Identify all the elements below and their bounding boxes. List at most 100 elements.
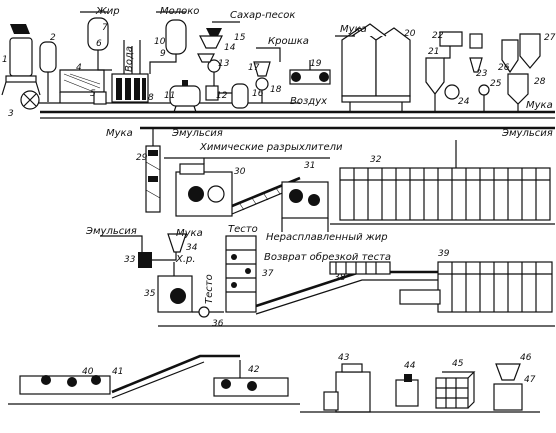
unit-44-boxer bbox=[395, 374, 419, 407]
unit-45-pallet bbox=[435, 371, 476, 409]
raw-material-section bbox=[1, 11, 555, 119]
label-neraspl-zhir: Нерасплавленный жир bbox=[266, 232, 388, 243]
number-23: 23 bbox=[476, 69, 488, 79]
packing-section bbox=[8, 354, 540, 413]
number-37: 37 bbox=[262, 269, 274, 279]
label-kroshka: Крошка bbox=[268, 36, 309, 47]
unit-9-10-milk-tank bbox=[149, 11, 187, 74]
number-25: 25 bbox=[490, 79, 502, 89]
number-24: 24 bbox=[458, 97, 470, 107]
unit-11-emulsifier bbox=[169, 80, 201, 113]
unit-14-15-sugar-mill bbox=[197, 21, 240, 63]
number-28: 28 bbox=[534, 77, 546, 87]
unit-43-wrapper bbox=[323, 363, 371, 413]
unit-30-mixer bbox=[175, 158, 233, 217]
unit-39-oven bbox=[399, 261, 553, 313]
number-30: 30 bbox=[234, 167, 246, 177]
unit-42-stacker bbox=[213, 360, 289, 397]
number-32: 32 bbox=[370, 155, 382, 165]
number-19: 19 bbox=[310, 59, 322, 69]
number-12: 12 bbox=[216, 91, 228, 101]
number-20: 20 bbox=[404, 29, 416, 39]
number-11: 11 bbox=[164, 91, 175, 101]
number-21: 21 bbox=[428, 47, 439, 57]
number-2: 2 bbox=[50, 33, 56, 43]
unit-46-47-dispenser bbox=[493, 363, 523, 411]
unit-26-28-cyclones bbox=[501, 33, 541, 112]
unit-33-34-dosing bbox=[100, 233, 187, 268]
number-41: 41 bbox=[112, 367, 123, 377]
line-1-section bbox=[140, 126, 555, 232]
unit-1-mixer bbox=[1, 24, 41, 96]
number-7: 7 bbox=[102, 23, 108, 33]
number-46: 46 bbox=[520, 353, 532, 363]
unit-12-13-filters bbox=[205, 59, 232, 101]
label-sakhar: Сахар-песок bbox=[230, 10, 295, 21]
unit-6-7-fat-tanks bbox=[80, 11, 112, 71]
number-31: 31 bbox=[304, 161, 315, 171]
number-40: 40 bbox=[82, 367, 94, 377]
number-14: 14 bbox=[224, 43, 236, 53]
number-45: 45 bbox=[452, 359, 464, 369]
number-9: 9 bbox=[160, 49, 166, 59]
unit-40-41-cooling bbox=[19, 354, 240, 399]
label-testo-mid: Тесто bbox=[228, 224, 258, 235]
number-43: 43 bbox=[338, 353, 350, 363]
label-muka-mid: Мука bbox=[106, 128, 133, 139]
number-1: 1 bbox=[2, 55, 8, 65]
number-8: 8 bbox=[148, 93, 154, 103]
unit-8-dosing-bank bbox=[111, 40, 149, 103]
number-3: 3 bbox=[8, 109, 14, 119]
unit-36-pump bbox=[192, 306, 224, 318]
number-18: 18 bbox=[270, 85, 282, 95]
label-voda: Вода bbox=[124, 46, 135, 72]
label-vozdukh: Воздух bbox=[290, 96, 327, 107]
label-muka-small: Мука bbox=[176, 228, 203, 239]
unit-29-column bbox=[145, 128, 161, 213]
label-vozvrat: Возврат обрезкой теста bbox=[264, 251, 391, 263]
number-4: 4 bbox=[76, 63, 82, 73]
unit-20-flour-silos bbox=[335, 23, 411, 112]
unit-32-oven bbox=[330, 140, 555, 225]
label-zhir: Жир bbox=[95, 6, 120, 17]
number-17: 17 bbox=[248, 63, 260, 73]
unit-5-valve bbox=[93, 91, 107, 105]
number-34: 34 bbox=[186, 243, 198, 253]
unit-16-tank bbox=[231, 83, 249, 109]
number-39: 39 bbox=[438, 249, 450, 259]
equipment-numbers: 1 2 3 4 5 6 7 8 9 10 11 12 13 14 15 16 1… bbox=[2, 23, 556, 385]
number-44: 44 bbox=[404, 361, 416, 371]
number-16: 16 bbox=[252, 89, 264, 99]
number-26: 26 bbox=[498, 63, 510, 73]
number-36: 36 bbox=[212, 319, 224, 329]
text-labels: Жир Молоко Сахар-песок Крошка Мука Вода … bbox=[85, 6, 553, 304]
unit-17-18-crumb bbox=[253, 47, 281, 103]
number-42: 42 bbox=[248, 365, 260, 375]
label-razryhliteli: Химические разрыхлители bbox=[199, 142, 343, 153]
unit-2-tank bbox=[39, 41, 57, 102]
label-muka-right: Мука bbox=[526, 100, 553, 111]
label-testo-vert: Тесто bbox=[204, 274, 215, 304]
number-15: 15 bbox=[234, 33, 246, 43]
label-emulsiya-mid: Эмульсия bbox=[171, 128, 223, 139]
label-khr: Х.р. bbox=[175, 254, 196, 265]
number-13: 13 bbox=[218, 59, 230, 69]
label-emulsiya-left: Эмульсия bbox=[85, 226, 137, 237]
number-6: 6 bbox=[96, 39, 102, 49]
number-10: 10 bbox=[154, 37, 166, 47]
unit-38-conveyor bbox=[255, 261, 440, 315]
rotary-moulder bbox=[281, 181, 329, 232]
number-47: 47 bbox=[524, 375, 536, 385]
number-5: 5 bbox=[90, 89, 96, 99]
unit-19-blower bbox=[289, 60, 331, 85]
unit-21-25-sifting bbox=[425, 31, 490, 112]
line-2-section bbox=[100, 233, 555, 327]
number-29: 29 bbox=[136, 153, 148, 163]
label-muka-top: Мука bbox=[340, 24, 367, 35]
unit-37-laminator bbox=[225, 235, 257, 313]
number-35: 35 bbox=[144, 289, 156, 299]
number-22: 22 bbox=[432, 31, 444, 41]
unit-3-pump bbox=[20, 90, 40, 110]
label-emulsiya-right: Эмульсия bbox=[501, 128, 553, 139]
